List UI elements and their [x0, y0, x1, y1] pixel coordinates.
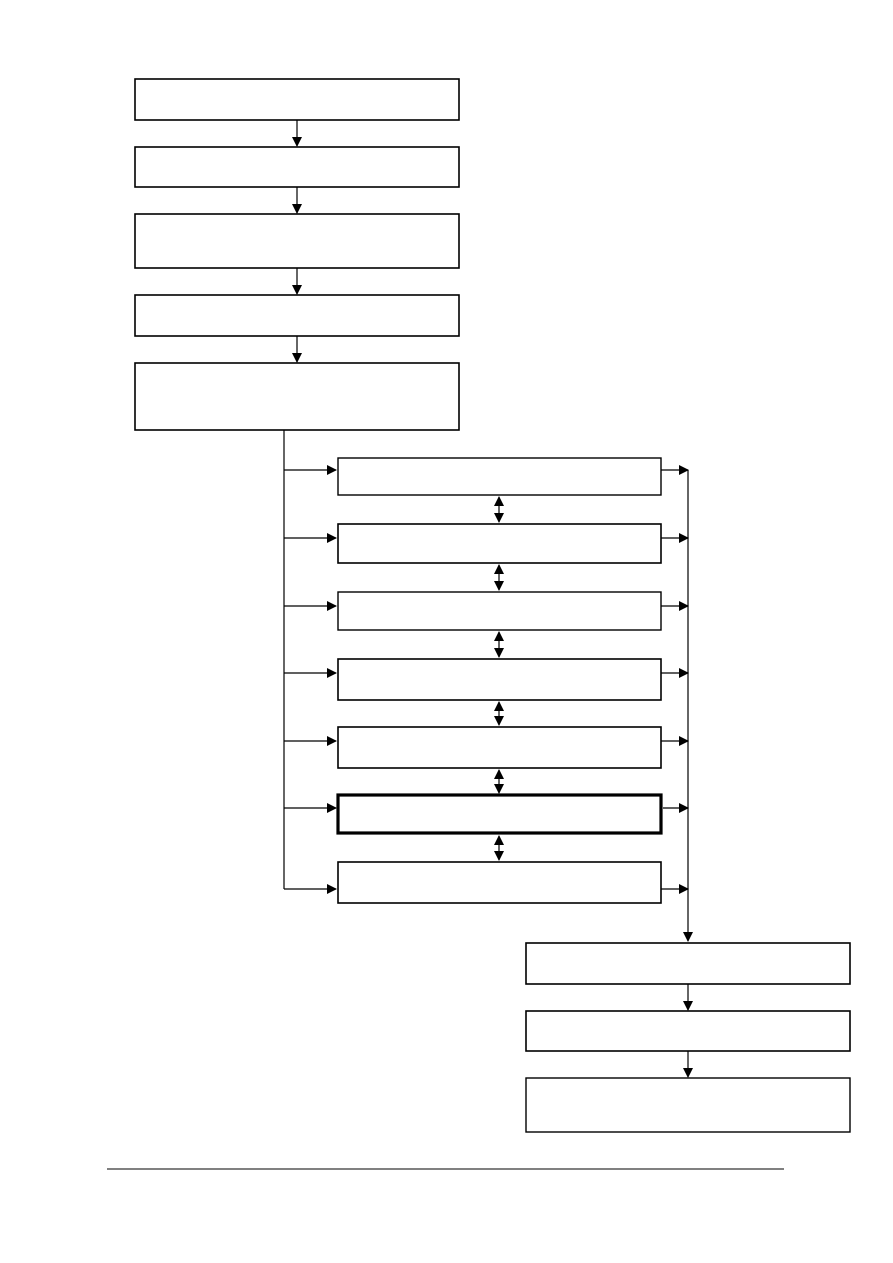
top-step-box-3: [134, 213, 460, 269]
bottom-step-box-3: [525, 1077, 851, 1133]
middle-step-box-6-emphasized: [336, 793, 663, 835]
bottom-step-box-1: [525, 942, 851, 985]
middle-step-box-3: [337, 591, 662, 631]
top-step-box-4: [134, 294, 460, 337]
middle-step-box-5: [337, 726, 662, 769]
middle-step-box-2: [337, 523, 662, 564]
top-step-box-1: [134, 78, 460, 121]
top-step-box-5: [134, 362, 460, 431]
middle-step-box-1: [337, 457, 662, 496]
bottom-step-box-2: [525, 1010, 851, 1052]
middle-step-box-7: [337, 861, 662, 904]
top-step-box-2: [134, 146, 460, 188]
middle-step-box-4: [337, 658, 662, 701]
